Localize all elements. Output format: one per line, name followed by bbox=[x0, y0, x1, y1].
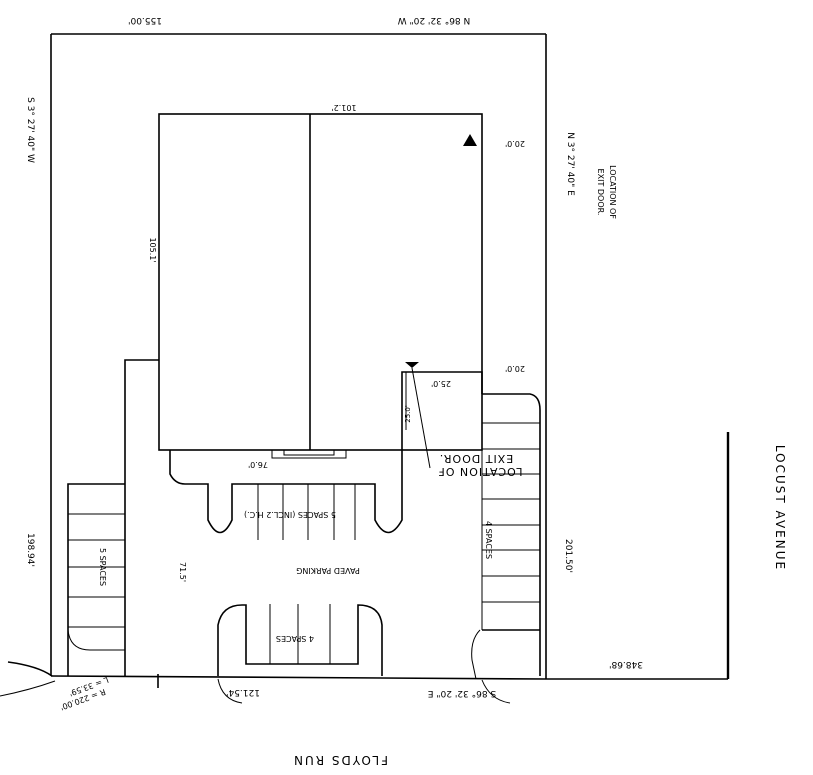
center-parking-stalls bbox=[257, 484, 356, 540]
exit-door-arrow-lower bbox=[405, 362, 419, 368]
north-distance: 155.00' bbox=[128, 15, 162, 25]
paved-parking-label: PAVED PARKING bbox=[296, 566, 360, 575]
dimension-labels: 155.00' N 86° 32' 20" W 101.2' 20.0' 20.… bbox=[25, 15, 643, 712]
street-names: FLOYDS RUN LOCUST AVENUE bbox=[292, 445, 787, 767]
door-offset: 25.0' bbox=[404, 405, 412, 423]
west-spaces-label: 5 SPACES bbox=[98, 548, 107, 586]
center-spaces-label: 5 SPACES (INCL.2 H.C.) bbox=[244, 510, 336, 519]
building-depth: 105.1' bbox=[148, 237, 157, 262]
curve-line bbox=[7, 661, 53, 677]
west-bearing: S 3° 27' 40" W bbox=[25, 97, 35, 163]
east-bearing: N 3° 27' 40" E bbox=[565, 132, 575, 196]
exit-door-note-line1: LOCATION OF bbox=[437, 465, 522, 478]
west-distance: 198.94' bbox=[25, 533, 35, 567]
exit-door-small-line2: EXIT DOOR. bbox=[596, 169, 605, 216]
curve-line-lower bbox=[0, 680, 56, 697]
south-distance: 121.54' bbox=[226, 687, 260, 697]
exit-door-small-line1: LOCATION OF bbox=[608, 165, 617, 219]
parking-labels: PAVED PARKING 5 SPACES (INCL.2 H.C.) 5 S… bbox=[98, 510, 493, 643]
south-parking-island bbox=[217, 604, 383, 704]
east-spaces-label: 4 SPACES bbox=[484, 521, 493, 559]
building bbox=[158, 113, 483, 459]
south-bearing: S 86° 32' 20" E bbox=[428, 688, 497, 698]
exit-door-note-line2: EXIT DOOR. bbox=[439, 452, 513, 465]
north-bearing: N 86° 32' 20" W bbox=[398, 15, 471, 25]
property-boundary bbox=[50, 33, 547, 680]
west-parking-bay bbox=[67, 484, 125, 651]
exit-door-leader bbox=[411, 367, 431, 469]
floyds-run-label: FLOYDS RUN bbox=[292, 753, 388, 767]
east-distance: 201.50' bbox=[563, 539, 573, 573]
drive-depth: 71.5' bbox=[178, 562, 187, 582]
east-parking-bay bbox=[471, 394, 540, 704]
south-spaces-label: 4 SPACES bbox=[276, 634, 314, 643]
building-width: 101.2' bbox=[331, 103, 356, 112]
frontage-distance: 348.68' bbox=[609, 659, 643, 669]
setback-top: 20.0' bbox=[505, 139, 525, 148]
locust-avenue-label: LOCUST AVENUE bbox=[773, 445, 787, 571]
exit-door-arrow-top bbox=[463, 134, 477, 146]
exit-door-notes: LOCATION OF EXIT DOOR. LOCATION OF EXIT … bbox=[437, 165, 617, 478]
front-apron: 76.0' bbox=[248, 460, 268, 469]
setback-notch: 20.0' bbox=[505, 364, 525, 373]
notch-width: 25.0' bbox=[431, 379, 451, 388]
